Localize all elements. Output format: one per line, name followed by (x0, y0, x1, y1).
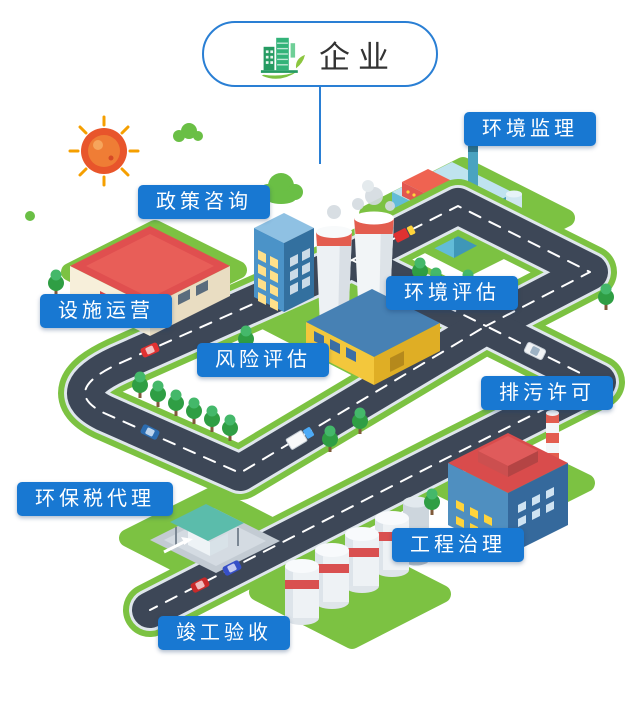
vehicles (140, 225, 547, 593)
label-environmental-tax-agency[interactable]: 环保税代理 (17, 482, 173, 516)
sun-icon (68, 115, 140, 187)
car-blue (140, 424, 160, 440)
central-factory (254, 180, 440, 385)
enterprise-title: 企业 (319, 39, 397, 75)
truck-white (285, 427, 315, 450)
factory-eco-icon (260, 37, 305, 79)
label-environmental-supervision[interactable]: 环境监理 (464, 112, 596, 146)
toll-station (150, 504, 280, 573)
leaf-cloud-icon (25, 123, 303, 221)
label-engineering-treatment[interactable]: 工程治理 (392, 528, 524, 562)
van-white (523, 342, 547, 360)
label-facility-operation[interactable]: 设施运营 (40, 294, 172, 328)
label-environmental-assessment[interactable]: 环境评估 (386, 276, 518, 310)
truck-red (393, 225, 416, 243)
label-policy-consulting[interactable]: 政策咨询 (138, 185, 270, 219)
enterprise-pill: 企业 (202, 21, 438, 87)
car-navy (222, 560, 242, 576)
label-completion-acceptance[interactable]: 竣工验收 (158, 616, 290, 650)
smoke-puffs (327, 180, 395, 219)
label-discharge-permit[interactable]: 排污许可 (481, 376, 613, 410)
connector-line (319, 87, 321, 164)
car-red (140, 342, 160, 358)
car-red-2 (190, 577, 210, 593)
label-risk-assessment[interactable]: 风险评估 (197, 343, 329, 377)
